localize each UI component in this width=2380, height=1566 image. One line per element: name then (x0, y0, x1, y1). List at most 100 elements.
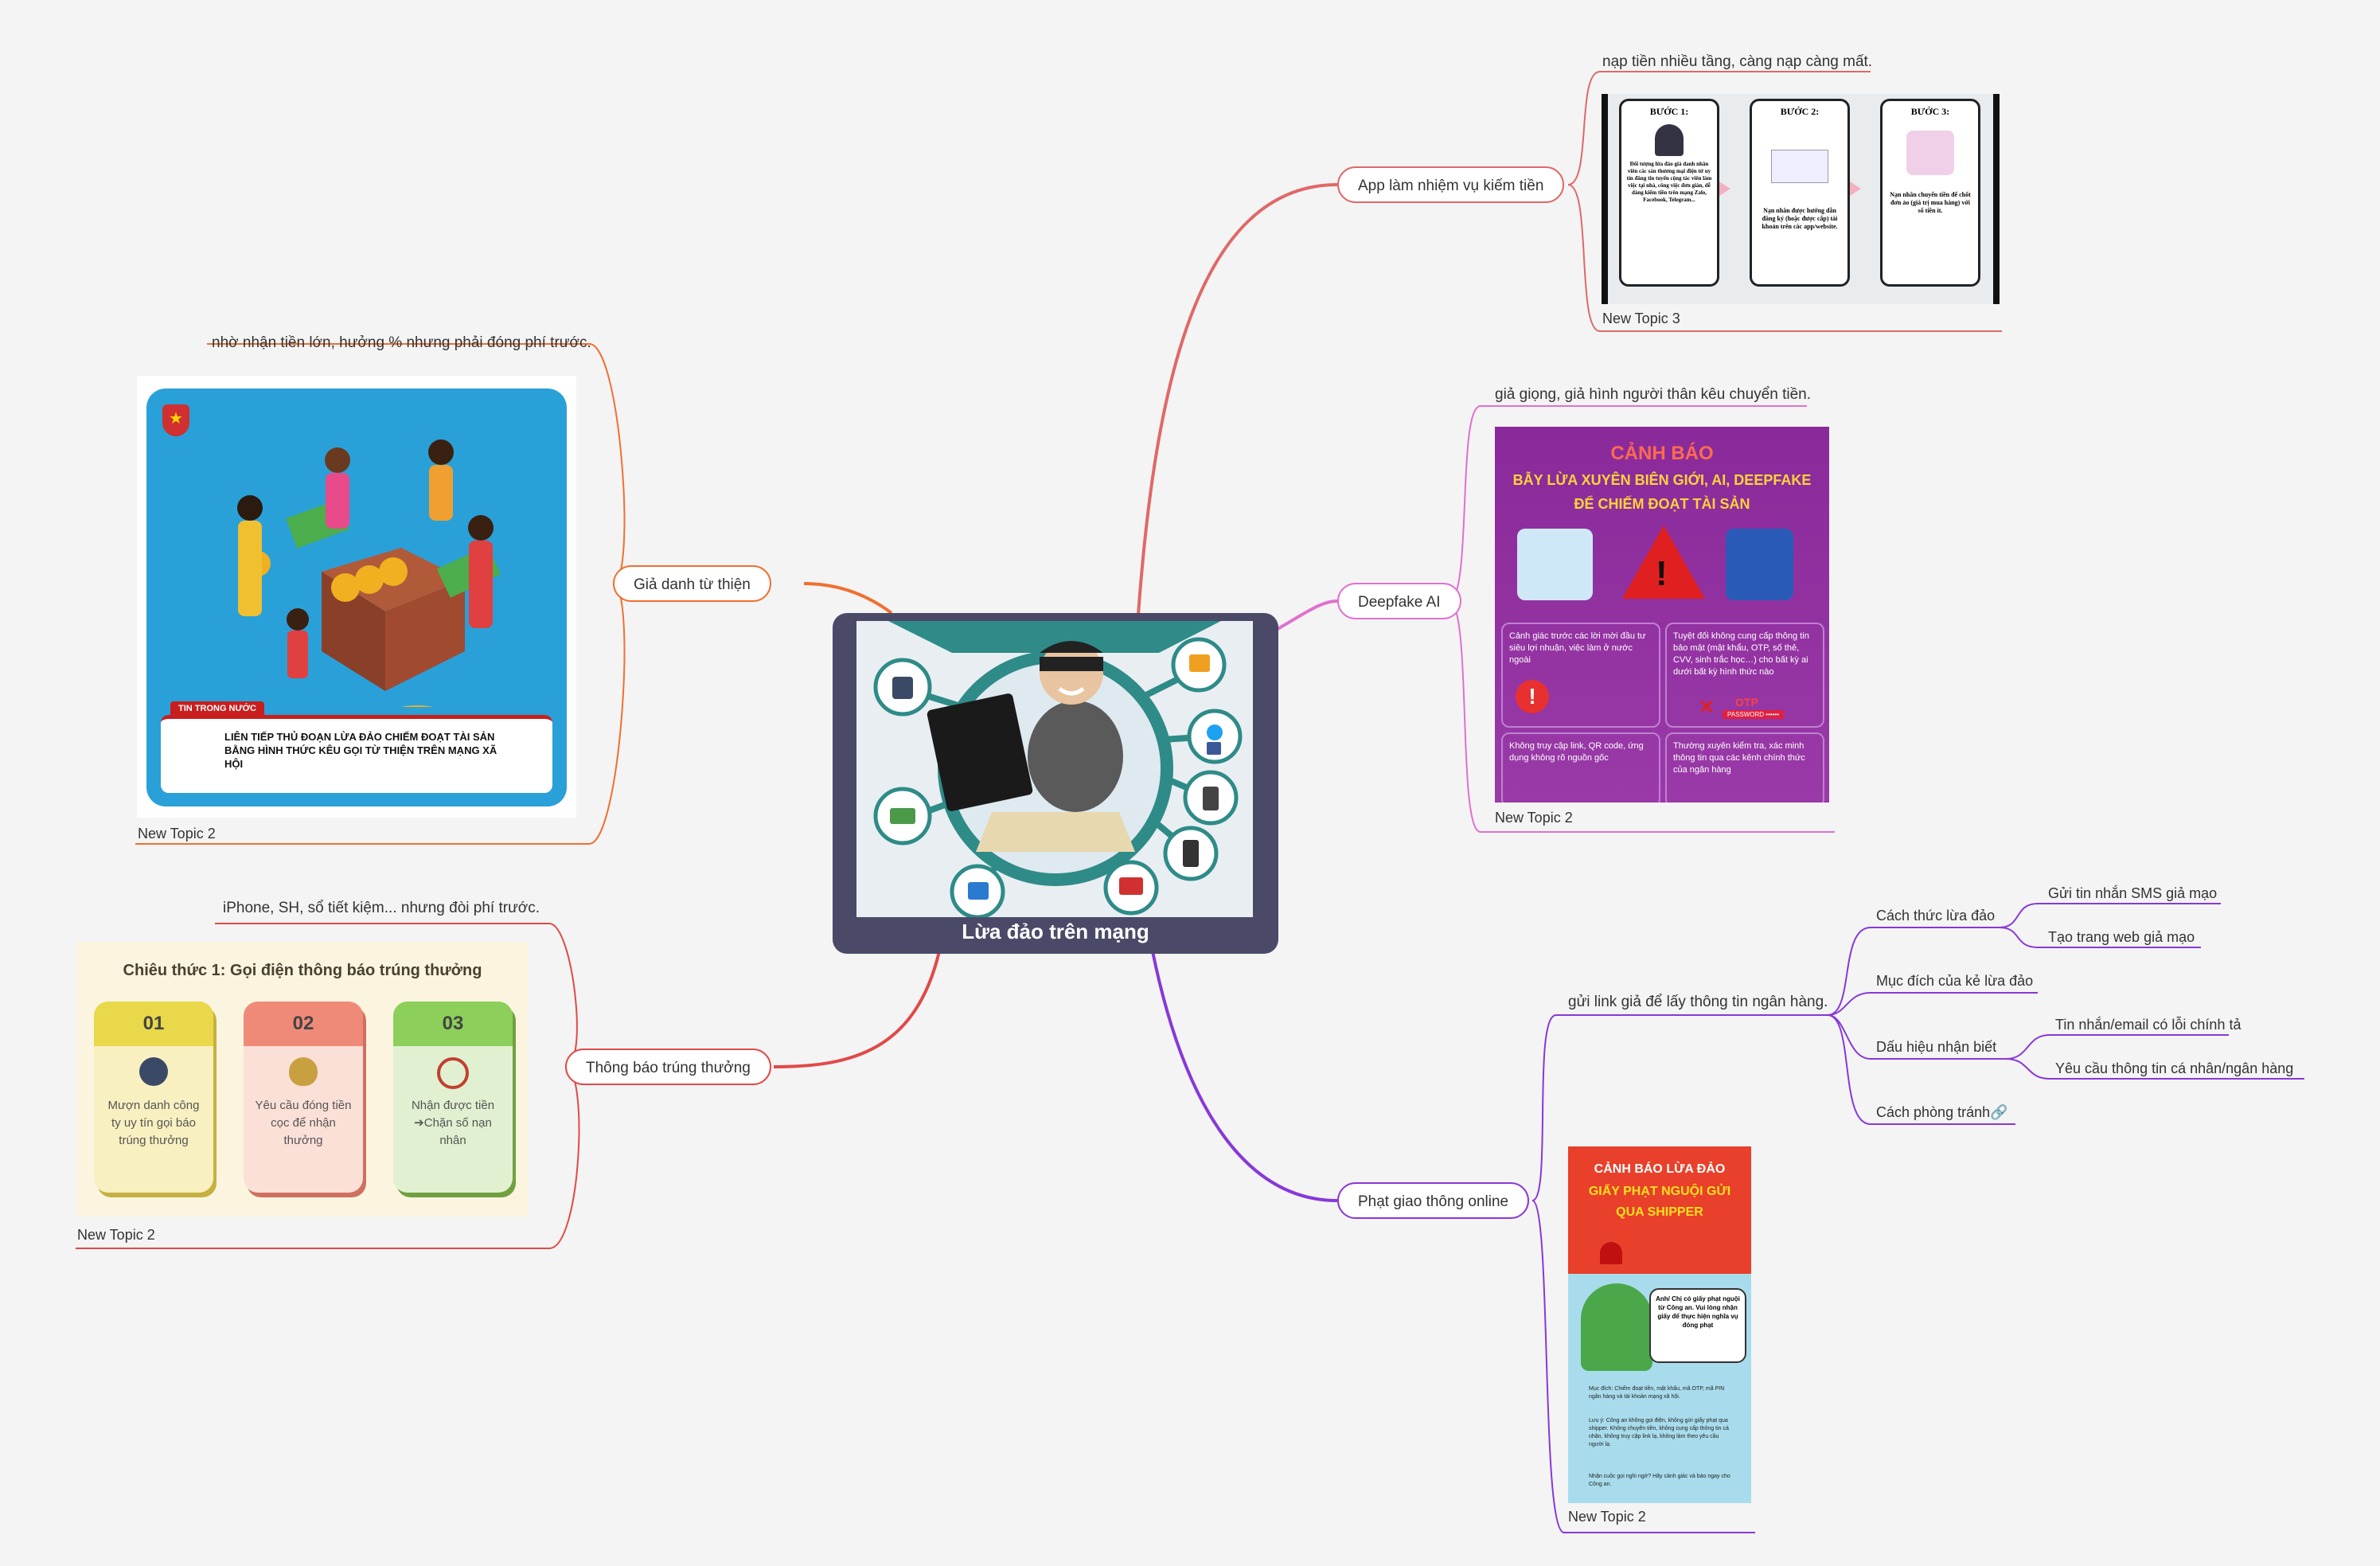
app-step-1-title: BƯỚC 1: (1649, 106, 1689, 117)
arrow-icon (1719, 182, 1730, 196)
prize-card-1-num: 01 (94, 1002, 213, 1046)
prize-image-title: Chiêu thức 1: Gọi điện thông báo trúng t… (123, 962, 482, 979)
connector-child-3b (2005, 1058, 2304, 1080)
note-app: nạp tiền nhiều tầng, càng nạp càng mất. (1602, 53, 1873, 70)
tip-card-3: Không truy cập link, QR code, ứng dụng k… (1501, 732, 1660, 803)
deepfake-title: CẢNH BÁO (1610, 443, 1714, 464)
connector-app-sub (1567, 184, 2002, 332)
warning-mark: ! (1656, 554, 1668, 593)
shopping-icon (1906, 131, 1954, 175)
hacker-icon (139, 1057, 168, 1086)
speech-bubble: Anh/ Chị có giấy phạt nguội từ Công an. … (1649, 1288, 1746, 1363)
child-purpose[interactable]: Mục đích của kẻ lừa đảo (1876, 973, 2034, 989)
hacker-illustration (873, 621, 1243, 917)
image-app[interactable]: BƯỚC 1: Đối tượng lừa đảo giả danh nhân … (1602, 94, 2000, 304)
connector-child-1b (1999, 927, 2201, 948)
topic-charity[interactable]: Giả danh từ thiện (613, 565, 771, 602)
connector-child-3a (2005, 1034, 2229, 1060)
connector-prize (773, 951, 941, 1068)
connector-child-2 (1827, 992, 2038, 1016)
close-icon: ✕ (1699, 697, 1715, 718)
app-step-2-title: BƯỚC 2: (1780, 106, 1820, 117)
news-badge: TIN TRONG NƯỚC (170, 701, 264, 716)
app-step-3: BƯỚC 3: Nạn nhân chuyển tiền để chốt đơn… (1880, 99, 1980, 287)
arrow-icon (1850, 182, 1861, 196)
password-badge: PASSWORD •••••• (1723, 710, 1785, 719)
child-signs-info[interactable]: Yêu cầu thông tin cá nhân/ngân hàng (2055, 1060, 2294, 1076)
app-step-2: BƯỚC 2: Nạn nhân được hướng dẫn đăng ký … (1750, 99, 1850, 287)
image-deepfake[interactable]: CẢNH BÁO BẪY LỪA XUYÊN BIÊN GIỚI, AI, DE… (1495, 427, 1829, 803)
app-step-1: BƯỚC 1: Đối tượng lừa đảo giả danh nhân … (1619, 99, 1719, 287)
prize-card-1-text: Mượn danh công ty uy tín gọi báo trúng t… (107, 1099, 200, 1147)
signup-form-icon (1771, 150, 1828, 183)
charity-illustration (237, 439, 501, 707)
traffic-title1: CẢNH BÁO LỪA ĐẢO (1594, 1162, 1726, 1176)
image-charity[interactable]: ★ (137, 376, 576, 818)
user-icon (1655, 124, 1684, 156)
connector-deepfake (1277, 599, 1338, 631)
note-traffic: gửi link giả để lấy thông tin ngân hàng. (1568, 994, 1828, 1010)
charity-headline: LIÊN TIẾP THỦ ĐOẠN LỪA ĐẢO CHIẾM ĐOẠT TÀ… (224, 731, 497, 770)
app-step-2-text: Nạn nhân được hướng dẫn đăng ký (hoặc đư… (1762, 207, 1838, 230)
connector-traffic (1151, 951, 1338, 1202)
image-traffic[interactable]: CẢNH BÁO LỪA ĐẢO GIẤY PHẠT NGUỘI GỬI QUA… (1568, 1146, 1751, 1503)
traffic-title2: GIẤY PHẠT NGUỘI GỬI QUA SHIPPER (1588, 1185, 1731, 1219)
note-deepfake: giả giọng, giả hình người thân kêu chuyể… (1495, 386, 1812, 403)
shield-icon: ★ (162, 404, 189, 436)
traffic-text2: Lưu ý: Công an không gọi điện, không gửi… (1589, 1418, 1729, 1447)
connector-charity (803, 582, 893, 615)
money-bag-icon (289, 1057, 318, 1086)
prize-card-2: 02 Yêu cầu đóng tiền cọc để nhận thưởng (244, 1002, 363, 1193)
central-illustration (856, 621, 1253, 917)
tip-card-1: Cảnh giác trước các lời mời đầu tư siêu … (1501, 623, 1660, 728)
deepfake-subtitle: BẪY LỪA XUYÊN BIÊN GIỚI, AI, DEEPFAKE ĐỂ… (1512, 472, 1812, 512)
app-step-1-text: Đối tượng lừa đảo giả danh nhân viên các… (1626, 161, 1712, 203)
child-signs[interactable]: Dấu hiệu nhận biết (1876, 1039, 1997, 1055)
robot-icon (1726, 529, 1793, 600)
central-topic[interactable]: Lừa đảo trên mạng (833, 613, 1278, 954)
subtopic-app: New Topic 3 (1602, 310, 1680, 326)
child-signs-typo[interactable]: Tin nhắn/email có lỗi chính tả (2055, 1017, 2241, 1033)
note-prize: iPhone, SH, sổ tiết kiệm... nhưng đòi ph… (223, 900, 540, 916)
topic-traffic[interactable]: Phạt giao thông online (1337, 1182, 1530, 1219)
warning-icon (1622, 525, 1705, 599)
topic-deepfake[interactable]: Deepfake AI (1337, 583, 1461, 619)
subtopic-charity: New Topic 2 (138, 826, 216, 842)
child-methods-web[interactable]: Tạo trang web giả mạo (2048, 929, 2195, 945)
topic-app[interactable]: App làm nhiệm vụ kiếm tiền (1337, 166, 1565, 203)
prize-card-3: 03 Nhận được tiền ➔Chặn số nạn nhân (393, 1002, 513, 1193)
connector-app (1137, 183, 1338, 615)
app-step-3-title: BƯỚC 3: (1910, 106, 1950, 117)
tip-card-2: Tuyệt đối không cung cấp thông tin bảo m… (1665, 623, 1824, 728)
topic-prize[interactable]: Thông báo trúng thưởng (565, 1049, 771, 1085)
connector-child-4 (1827, 1014, 2015, 1125)
connector-traffic-sub (1531, 1200, 1755, 1533)
child-methods[interactable]: Cách thức lừa đảo (1876, 908, 1996, 924)
subtopic-traffic: New Topic 2 (1568, 1509, 1646, 1525)
connector-deepfake-sub (1448, 600, 1835, 833)
app-step-3-text: Nạn nhân chuyển tiền để chốt đơn ảo (giá… (1890, 191, 1971, 214)
prize-card-2-text: Yêu cầu đóng tiền cọc để nhận thưởng (255, 1099, 352, 1147)
prize-card-3-text: Nhận được tiền ➔Chặn số nạn nhân (411, 1099, 495, 1147)
traffic-text1: Mục đích: Chiếm đoạt tiền, mật khẩu, mã … (1589, 1386, 1725, 1400)
central-title: Lừa đảo trên mạng (962, 920, 1149, 943)
prize-card-1: 01 Mượn danh công ty uy tín gọi báo trún… (94, 1002, 213, 1193)
alert-icon: ! (1516, 680, 1549, 713)
blocked-phone-icon (437, 1057, 469, 1089)
subtopic-prize: New Topic 2 (77, 1227, 155, 1243)
tip-card-4: Thường xuyên kiểm tra, xác minh thông ti… (1665, 732, 1824, 803)
image-prize[interactable]: Chiêu thức 1: Gọi điện thông báo trúng t… (76, 942, 529, 1216)
prize-card-3-num: 03 (393, 1002, 513, 1046)
shipper-icon (1581, 1283, 1652, 1371)
connector-child-1a (1999, 903, 2221, 928)
child-prevention[interactable]: Cách phòng tránh🔗 (1876, 1104, 2008, 1120)
subtopic-deepfake: New Topic 2 (1495, 810, 1573, 826)
prize-card-2-num: 02 (244, 1002, 363, 1046)
siren-icon (1600, 1242, 1622, 1264)
note-charity: nhờ nhận tiền lớn, hưởng % nhưng phải đó… (212, 334, 591, 351)
otp-badge: OTP (1735, 696, 1758, 709)
connector-child-1 (1827, 927, 2000, 1016)
child-methods-sms[interactable]: Gửi tin nhắn SMS giả mạo (2048, 885, 2218, 901)
connector-traffic-note (1531, 1014, 1828, 1201)
